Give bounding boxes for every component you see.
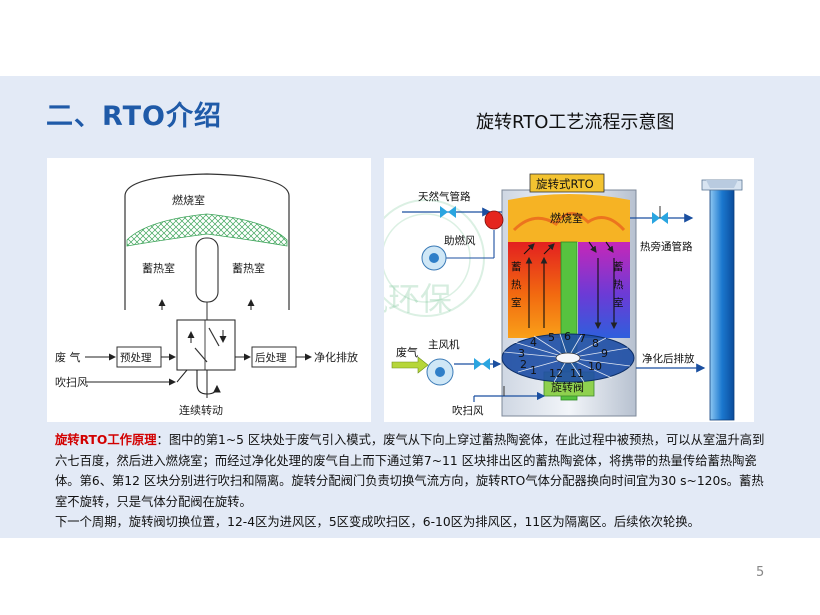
label-combustion-air: 助燃风 <box>444 234 476 247</box>
waste-gas-arrow <box>391 356 429 374</box>
ceramic-bed-hatch <box>126 213 288 247</box>
watermark-text: 启风环保 <box>384 280 452 318</box>
working-principle-p2: 下一个周期，旋转阀切换位置，12-4区为进风区，5区变成吹扫区，6-10区为排风… <box>55 515 700 529</box>
label-combustion-chamber: 燃烧室 <box>172 193 205 207</box>
regen-right-2: 热 <box>613 278 624 291</box>
label-purge-air-r: 吹扫风 <box>452 404 484 417</box>
regen-left-2: 热 <box>511 278 522 291</box>
page-number: 5 <box>756 565 765 580</box>
label-regen-right: 蓄热室 <box>232 261 265 275</box>
regen-chamber-right <box>578 242 630 338</box>
vessel-outline <box>124 173 290 310</box>
left-schematic: 燃烧室 蓄热室 蓄热室 废 气 吹扫风 预处理 后处理 净化排放 连续转动 <box>55 173 358 417</box>
regen-chamber-left <box>508 242 562 338</box>
zone-4: 4 <box>530 336 537 349</box>
valve-box <box>176 319 236 371</box>
label-waste-gas: 废 气 <box>55 350 81 364</box>
zone-12: 12 <box>549 367 563 380</box>
left-schematic-panel: 燃烧室 蓄热室 蓄热室 废 气 吹扫风 预处理 后处理 净化排放 连续转动 <box>47 158 371 422</box>
label-regen-left: 蓄热室 <box>142 261 175 275</box>
regen-right-1: 蓄 <box>613 261 624 273</box>
burner-icon <box>484 210 504 230</box>
slide-title: 二、RTO介绍 <box>46 101 222 132</box>
label-rotary-valve: 旋转阀 <box>551 380 584 394</box>
label-clean-exhaust: 净化排放 <box>314 350 358 364</box>
center-tube <box>195 237 219 303</box>
label-clean-exhaust-r: 净化后排放 <box>642 352 695 365</box>
zone-11: 11 <box>570 367 584 380</box>
label-main-fan: 主风机 <box>428 338 460 351</box>
rto-header: 旋转式RTO <box>536 177 594 191</box>
zone-8: 8 <box>592 337 599 350</box>
working-principle-p1: ：图中的第1~5 区块处于废气引入模式，废气从下向上穿过蓄热陶瓷体，在此过程中被… <box>55 433 765 509</box>
zone-7: 7 <box>579 332 586 345</box>
label-combustion-chamber-r: 燃烧室 <box>550 211 583 225</box>
right-schematic: 启风环保 旋转式RTO 燃烧室 蓄 热 室 蓄 热 室 <box>324 173 743 421</box>
regen-left-3: 室 <box>511 296 522 309</box>
label-bypass-pipe: 热旁通管路 <box>640 240 693 253</box>
chimney-stack <box>709 187 735 421</box>
regen-left-1: 蓄 <box>511 261 522 273</box>
combustion-chamber <box>508 194 630 242</box>
zone-2: 2 <box>520 358 527 371</box>
label-posttreatment: 后处理 <box>255 352 287 364</box>
right-schematic-panel: 启风环保 旋转式RTO 燃烧室 蓄 热 室 蓄 热 室 <box>324 158 754 422</box>
rto-header-box <box>529 173 605 193</box>
diagram-caption: 旋转RTO工艺流程示意图 <box>476 112 675 133</box>
label-natural-gas: 天然气管路 <box>418 190 471 203</box>
zone-1: 1 <box>530 364 537 377</box>
zone-3: 3 <box>518 347 525 360</box>
zone-6: 6 <box>564 330 571 343</box>
zone-9: 9 <box>601 347 608 360</box>
zone-5: 5 <box>548 331 555 344</box>
label-continuous-rotation: 连续转动 <box>179 403 223 417</box>
working-principle-label: 旋转RTO工作原理 <box>55 433 157 447</box>
zone-10: 10 <box>588 360 602 373</box>
label-purge-air: 吹扫风 <box>55 376 88 389</box>
label-waste-gas-r: 废气 <box>396 345 418 359</box>
working-principle-text: 旋转RTO工作原理：图中的第1~5 区块处于废气引入模式，废气从下向上穿过蓄热陶… <box>55 430 767 533</box>
label-pretreatment: 预处理 <box>120 352 152 364</box>
regen-right-3: 室 <box>613 296 624 309</box>
